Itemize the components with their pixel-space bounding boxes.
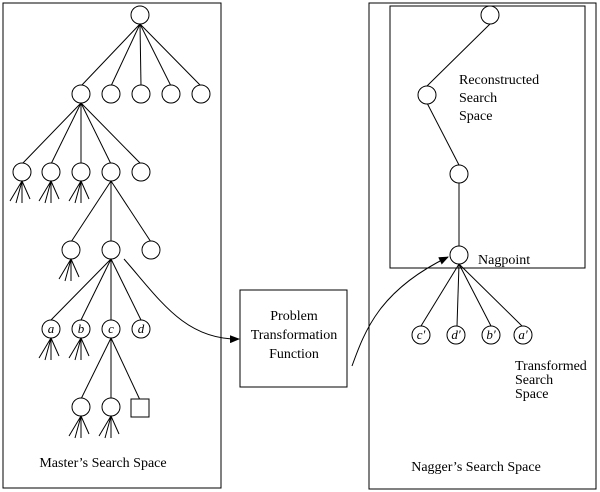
nagger-node-c-prime	[411, 325, 431, 345]
master-node-b-label: b	[78, 321, 85, 336]
reconstructed-space-box	[389, 5, 586, 269]
transform-fn-label-line3: Function	[269, 347, 319, 362]
master-truncation-fans	[9, 180, 120, 439]
tree-node	[417, 85, 437, 105]
tree-node	[161, 84, 181, 104]
square-node	[130, 398, 150, 418]
tree-node	[191, 84, 211, 104]
nagger-space-label: Nagger’s Search Space	[411, 460, 541, 475]
tree-node	[71, 84, 91, 104]
nagger-node-b-prime	[481, 325, 501, 345]
reconstructed-label-line3: Space	[459, 109, 492, 124]
transformed-label-line1: Transformed	[515, 359, 587, 374]
tree-node	[131, 84, 151, 104]
master-root-node	[130, 5, 150, 25]
master-node-a-label: a	[48, 321, 55, 336]
transformation-function-box	[239, 289, 348, 388]
transform-fn-label-line2: Transformation	[251, 328, 338, 343]
master-panel	[2, 2, 222, 489]
nagger-node-a-prime-label: a′	[518, 327, 528, 342]
tree-node	[449, 164, 469, 184]
nagpoint-node	[449, 245, 469, 265]
master-tree-nodes	[12, 5, 211, 418]
tree-node	[101, 162, 121, 182]
arrow-to-nagpoint	[351, 256, 449, 367]
nagger-node-b-prime-label: b′	[486, 327, 496, 342]
master-node-c-label: c	[108, 321, 114, 336]
transformed-label-line2: Search	[515, 373, 553, 388]
reconstructed-label-line1: Reconstructed	[459, 73, 539, 88]
nagger-tree-edges	[420, 23, 523, 327]
transform-fn-label-line1: Problem	[270, 309, 318, 324]
tree-node	[141, 240, 161, 260]
nagger-node-d-prime	[446, 325, 466, 345]
tree-node	[131, 162, 151, 182]
tree-node	[101, 397, 121, 417]
tree-node	[101, 240, 121, 260]
nagger-root-node	[480, 5, 500, 25]
tree-node	[41, 162, 61, 182]
tree-node	[101, 84, 121, 104]
master-node-a	[41, 319, 61, 339]
reconstructed-label-line2: Search	[459, 91, 497, 106]
nagger-tree-nodes	[411, 5, 533, 345]
nagger-node-a-prime	[513, 325, 533, 345]
tree-node	[71, 162, 91, 182]
nagger-node-c-prime-label: c′	[417, 327, 426, 342]
tree-node	[71, 397, 91, 417]
master-tree-edges	[21, 23, 202, 401]
nagger-node-d-prime-label: d′	[451, 327, 461, 342]
master-node-d	[131, 319, 151, 339]
arrow-to-transformation	[123, 258, 240, 344]
nagpoint-label: Nagpoint	[478, 253, 530, 268]
nagger-panel	[368, 2, 597, 490]
master-space-label: Master’s Search Space	[39, 456, 166, 471]
master-node-c	[101, 319, 121, 339]
tree-node	[12, 162, 32, 182]
transformed-label-line3: Space	[515, 387, 548, 402]
tree-node	[61, 240, 81, 260]
master-node-d-label: d	[138, 321, 145, 336]
master-node-b	[71, 319, 91, 339]
